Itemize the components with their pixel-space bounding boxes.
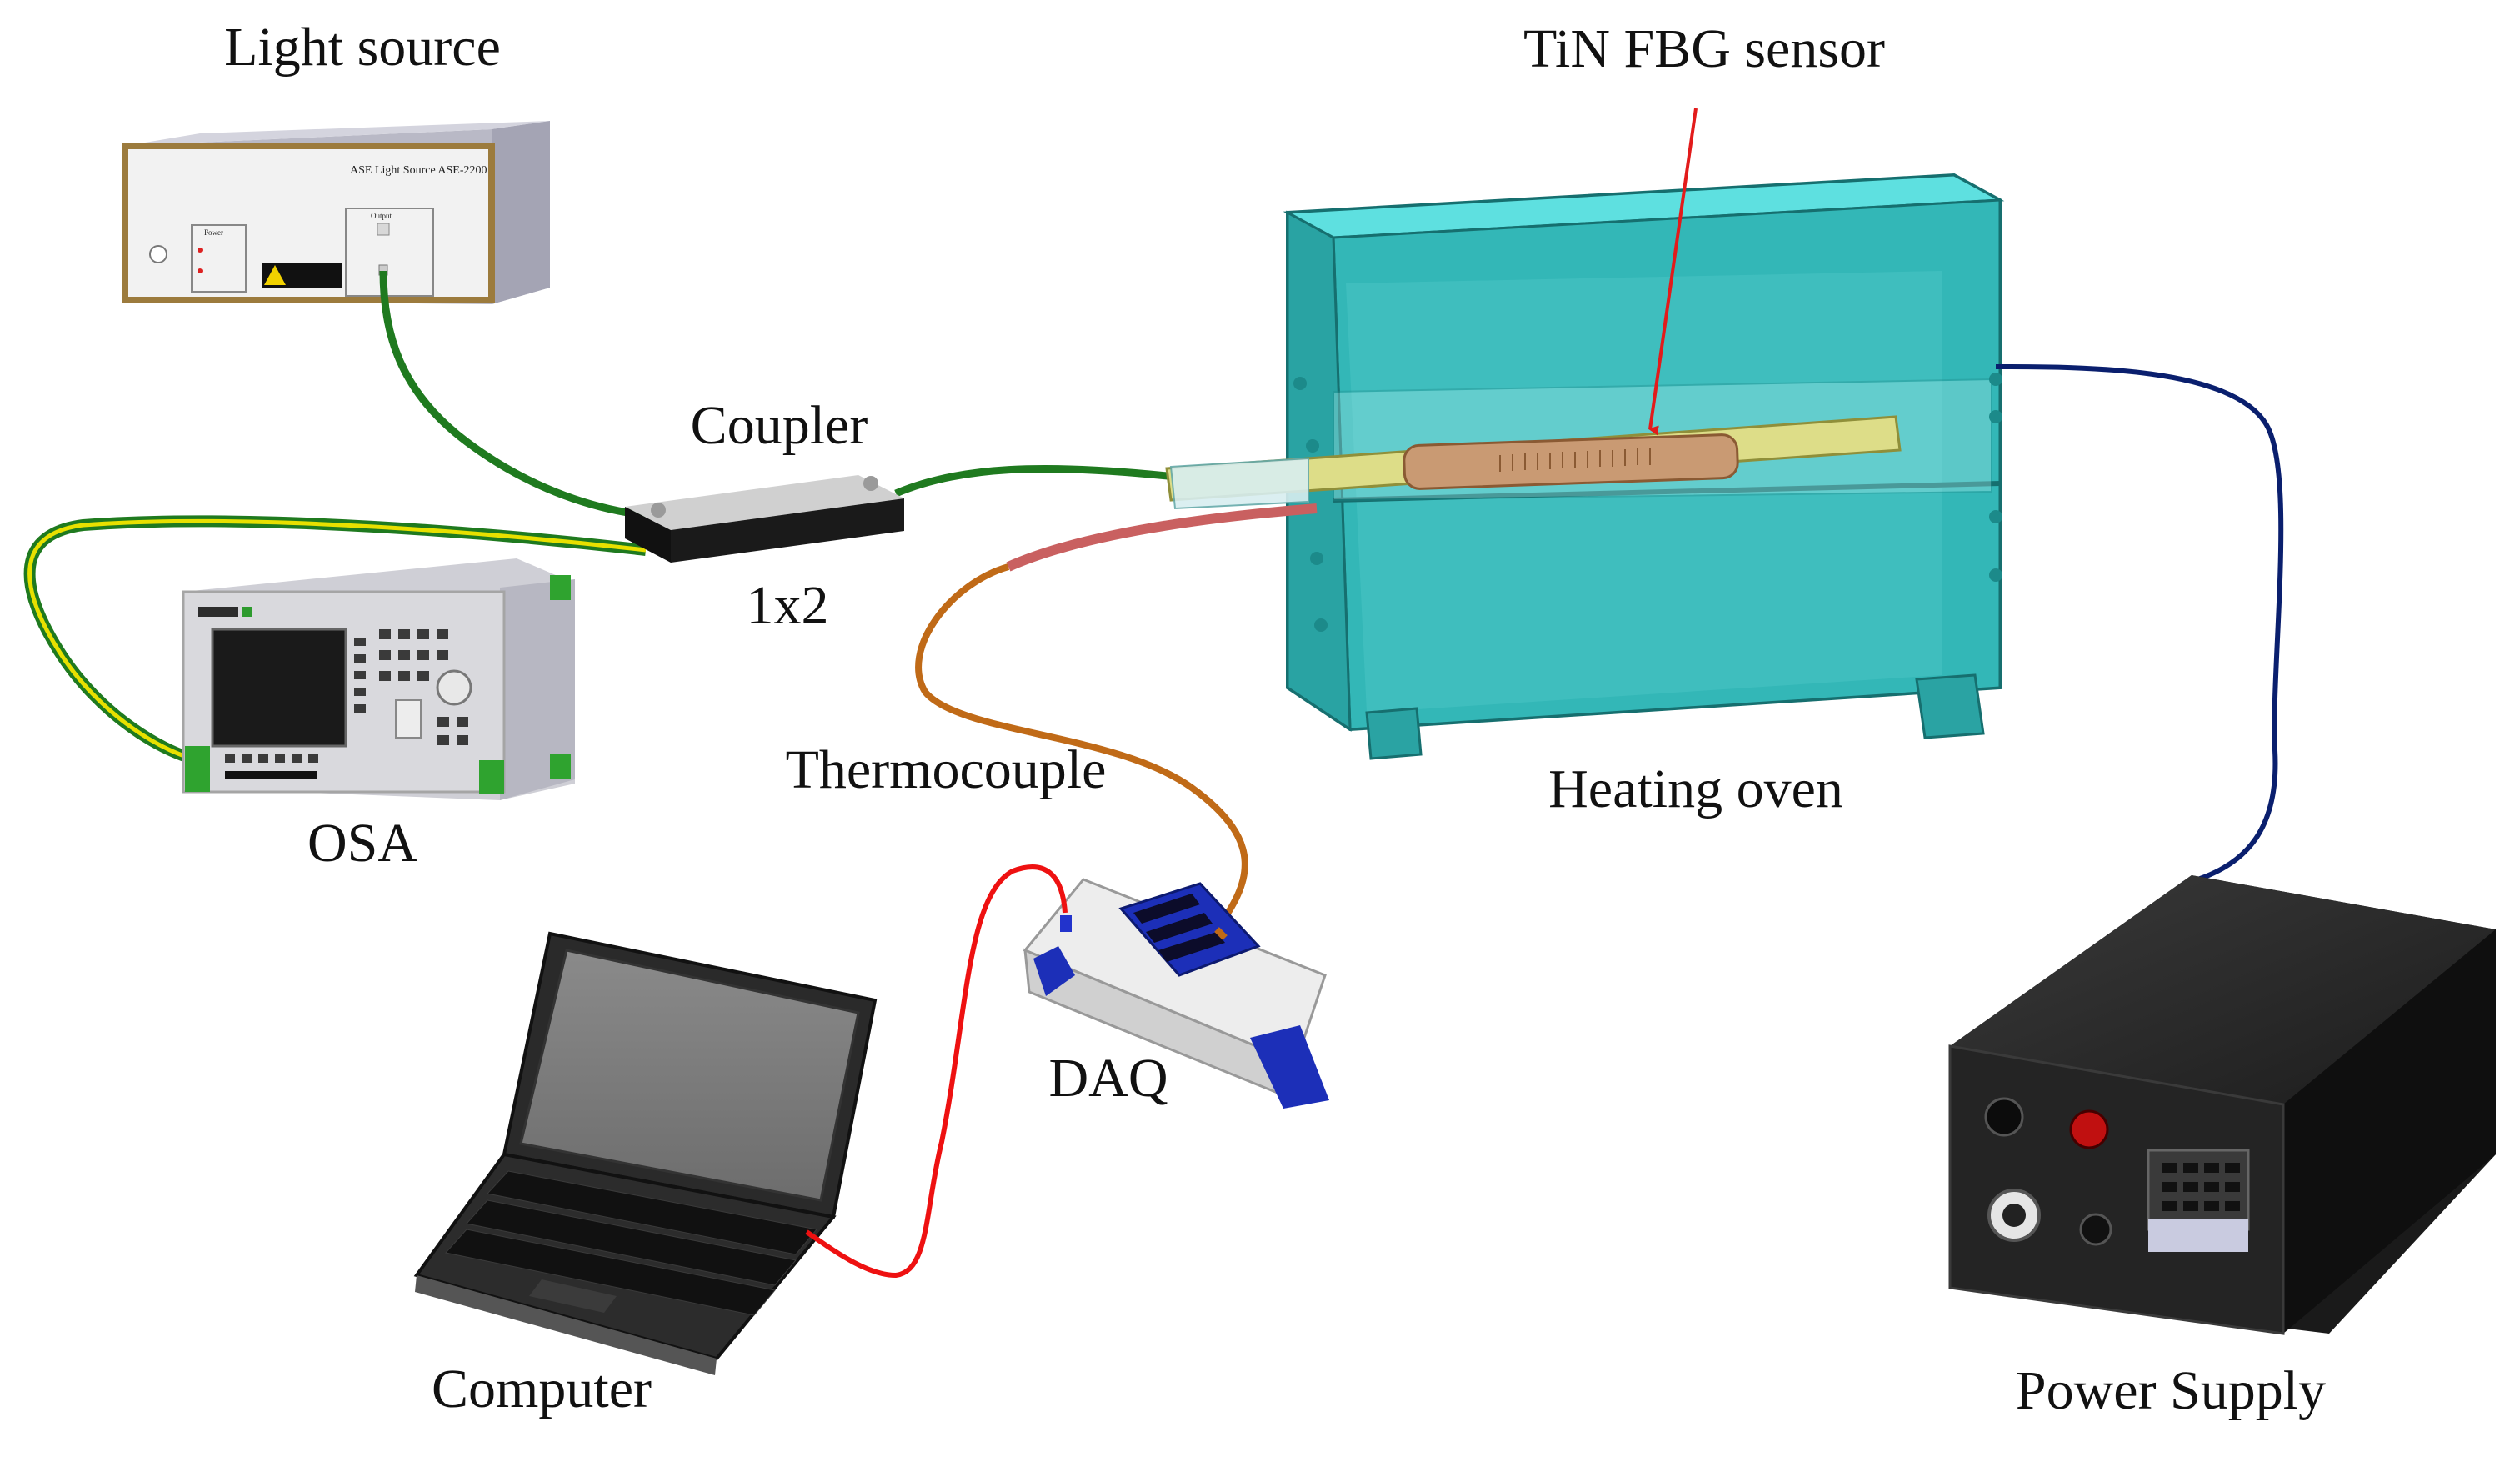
light-source-panel-text: ASE Light Source ASE-2200 [350, 164, 488, 177]
oven-door-seam [1332, 481, 2001, 503]
power-knob-icon [149, 245, 168, 263]
label-thermocouple: Thermocouple [786, 739, 1107, 800]
power-supply-cable [1995, 364, 2284, 886]
label-power-supply: Power Supply [2016, 1360, 2326, 1421]
label-osa: OSA [308, 813, 418, 874]
power-button-icon [2069, 1109, 2109, 1149]
label-coupler-ratio: 1x2 [747, 575, 829, 636]
coupler-device [625, 475, 904, 563]
label-computer: Computer [432, 1359, 652, 1419]
thermocouple-probe [1006, 503, 1318, 572]
light-source-device: ASE Light Source ASE-2200 Power Output [122, 121, 550, 304]
fiber-light-to-coupler [379, 270, 647, 519]
label-light-source: Light source [224, 17, 501, 78]
knob-icon [1984, 1097, 2024, 1137]
fiber-coupler-to-sensor [894, 464, 1176, 498]
light-source-power-label: Power [204, 228, 223, 237]
osa-dial-icon [436, 669, 472, 706]
sensor-grating-sleeve [1402, 433, 1739, 490]
usb-cable [805, 864, 1068, 1279]
thermocouple-wire [915, 563, 1248, 932]
label-heating-oven: Heating oven [1548, 759, 1843, 819]
laptop-screen [519, 949, 860, 1202]
daq-device [1022, 878, 1329, 1109]
osa-device [182, 558, 575, 800]
power-supply-front-panel [1948, 1044, 2285, 1335]
osa-screen [211, 628, 348, 748]
label-coupler: Coupler [691, 395, 868, 456]
light-source-output-label: Output [371, 212, 392, 220]
label-daq: DAQ [1049, 1048, 1168, 1109]
computer-laptop [413, 931, 878, 1375]
tin-fbg-sensor [1165, 415, 1902, 510]
label-tin-fbg-sensor: TiN FBG sensor [1523, 18, 1885, 79]
sensor-pointer-arrow [1648, 108, 1698, 436]
power-supply-device [1948, 875, 2496, 1335]
